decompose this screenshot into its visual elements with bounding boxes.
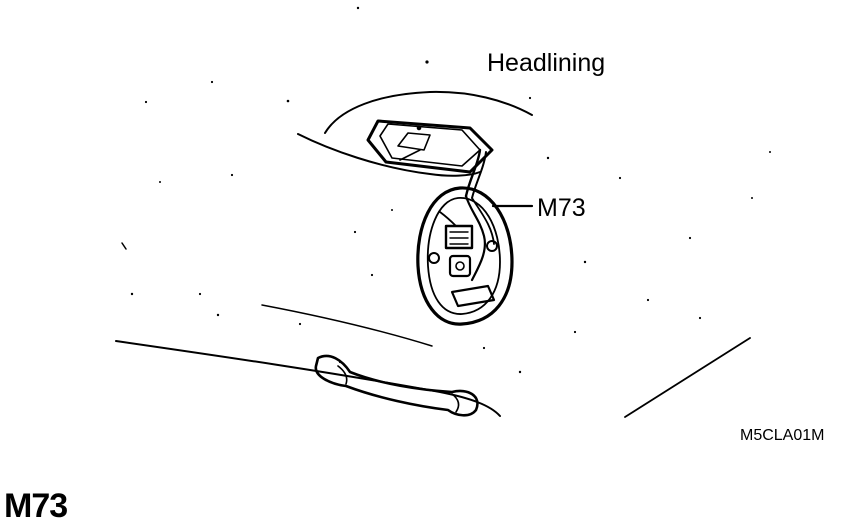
headlining-label: Headlining [487,49,606,77]
page-title: M73 [4,487,68,525]
headlining-front-edge [115,340,501,417]
headlining-short-line [121,242,127,250]
figure-code-label: M5CLA01M [740,427,825,444]
surface-texture-dots [130,6,771,374]
headlining-side-edge [624,337,751,418]
roof-recess-outline [324,90,533,134]
connector-callout-label: M73 [537,194,586,222]
assist-grip [314,354,479,417]
dome-lamp-unit [416,186,514,326]
lamp-housing [366,119,494,174]
wire-harness-2 [471,151,487,199]
headlining-fold-line [261,304,433,347]
wire-harness-1 [464,148,482,198]
roof-recess-lower [297,133,481,177]
